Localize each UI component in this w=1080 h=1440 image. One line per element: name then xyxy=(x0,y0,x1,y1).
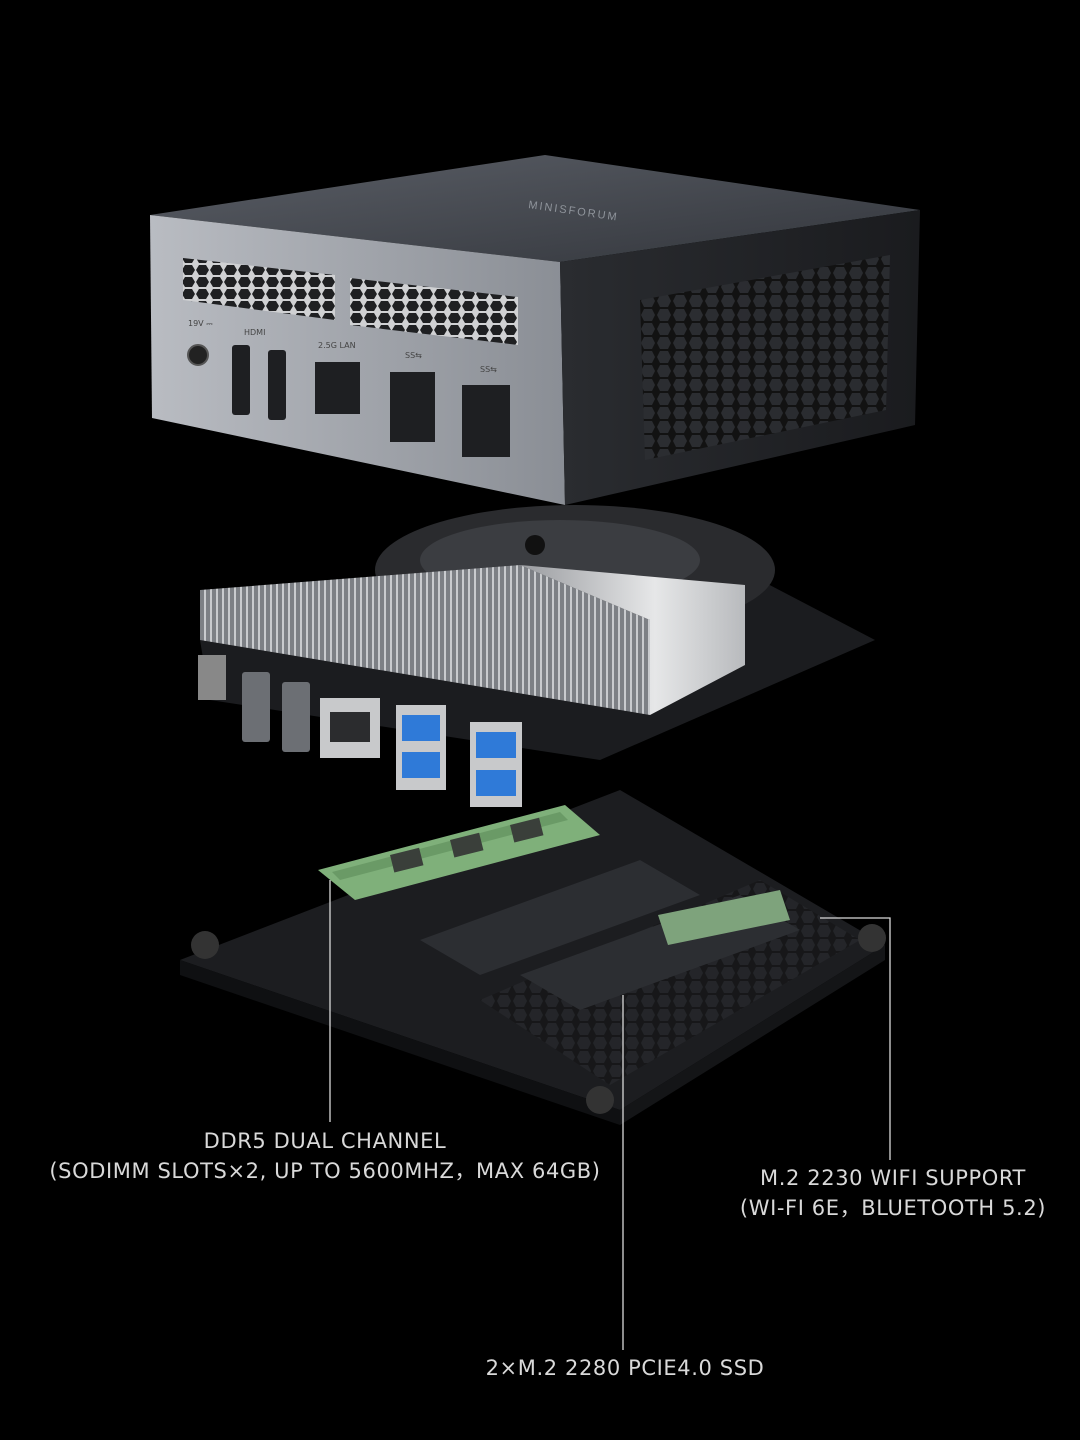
callout-lines xyxy=(329,880,891,1350)
hdmi-port-1 xyxy=(232,345,250,415)
label-dc-in: 19V ⎓ xyxy=(188,319,213,328)
tray-foot-1 xyxy=(191,931,219,959)
mb-hdmi-1 xyxy=(242,672,270,742)
usb-port-2 xyxy=(462,385,510,457)
chassis-assembled: MINISFORUM 19V ⎓ HDMI 2.5G LAN SS⇆ SS⇆ xyxy=(150,155,920,505)
heatsink-cover xyxy=(520,565,745,715)
callout-ssd-line1: 2×M.2 2280 PCIE4.0 SSD xyxy=(485,1356,765,1380)
callout-ddr5-line2: (SODIMM SLOTS×2, UP TO 5600MHZ，MAX 64GB) xyxy=(49,1159,601,1183)
label-lan: 2.5G LAN xyxy=(318,341,356,350)
lan-port xyxy=(315,362,360,414)
heatsink xyxy=(200,565,650,715)
callout-ssd: 2×M.2 2280 PCIE4.0 SSD xyxy=(470,1353,780,1383)
tray-foot-3 xyxy=(586,1086,614,1114)
tray-foot-2 xyxy=(858,924,886,952)
label-hdmi: HDMI xyxy=(244,328,265,337)
chassis-top xyxy=(150,155,920,262)
base-tray xyxy=(180,790,886,1125)
front-vent-right xyxy=(350,278,518,345)
label-usb-1: SS⇆ xyxy=(405,351,422,360)
callout-ddr5-line1: DDR5 DUAL CHANNEL xyxy=(203,1129,447,1153)
hdmi-port-2 xyxy=(268,350,286,420)
callout-ddr5: DDR5 DUAL CHANNEL (SODIMM SLOTS×2, UP TO… xyxy=(40,1126,610,1186)
motherboard-cooler-assembly xyxy=(198,505,875,807)
front-vent-left xyxy=(183,258,335,320)
callout-wifi-line2: (WI-FI 6E，BLUETOOTH 5.2) xyxy=(739,1196,1047,1220)
chassis-front xyxy=(150,215,565,505)
callout-wifi: M.2 2230 WIFI SUPPORT (WI-FI 6E，BLUETOOT… xyxy=(728,1163,1058,1223)
label-usb-2: SS⇆ xyxy=(480,365,497,374)
mb-hdmi-2 xyxy=(282,682,310,752)
m2-wifi-card xyxy=(658,890,790,945)
side-vent-mesh xyxy=(640,255,890,460)
leader-wifi xyxy=(820,917,891,1160)
callout-wifi-line1: M.2 2230 WIFI SUPPORT xyxy=(760,1166,1026,1190)
m2-ssd-slot-1 xyxy=(420,860,700,975)
usb-port-1 xyxy=(390,372,435,442)
mb-dc-jack xyxy=(198,655,226,700)
dc-power-port xyxy=(187,344,209,366)
